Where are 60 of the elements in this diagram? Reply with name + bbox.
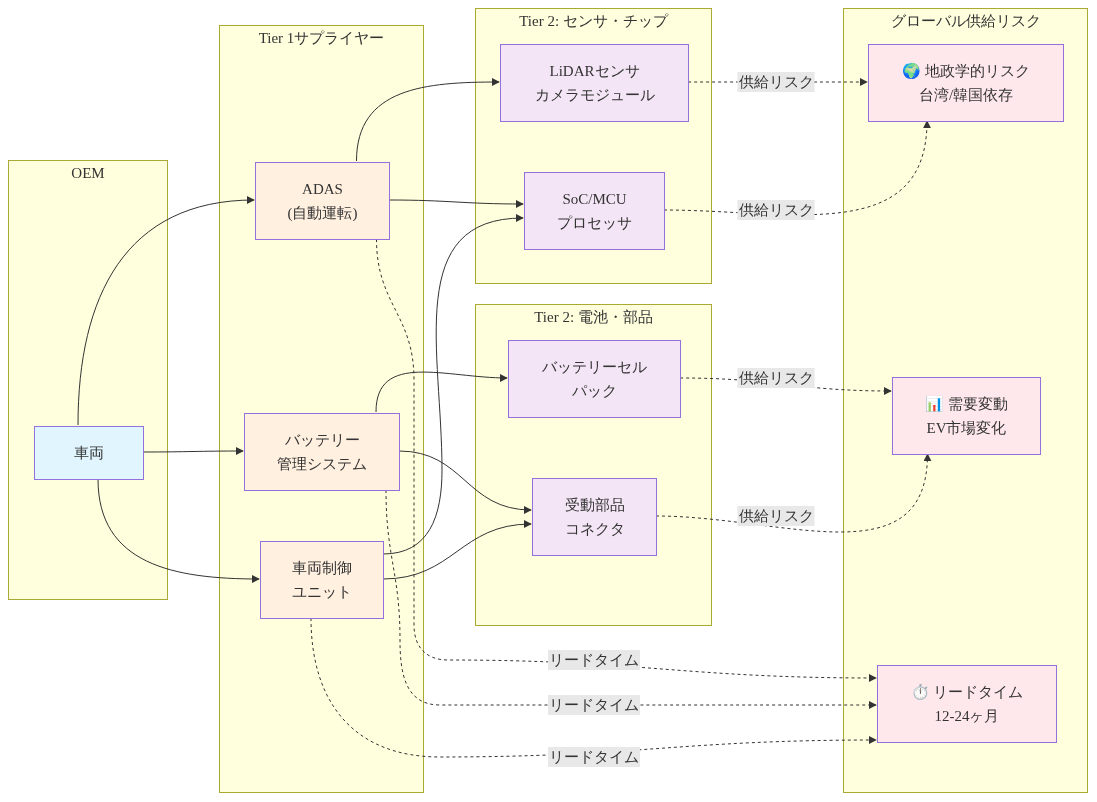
arrow bbox=[388, 199, 524, 208]
process-box bbox=[255, 162, 390, 240]
group-panel bbox=[219, 25, 424, 793]
node-text: コネクタ bbox=[564, 520, 625, 539]
arrow bbox=[77, 196, 255, 426]
arrow bbox=[375, 371, 508, 413]
arrow bbox=[655, 453, 931, 533]
node-text: 台湾/韓国依存 bbox=[918, 86, 1014, 105]
node-text: SoC/MCU bbox=[562, 190, 627, 209]
arrow bbox=[97, 478, 260, 583]
edge-label: 供給リスク bbox=[737, 368, 815, 388]
arrow bbox=[382, 214, 524, 555]
process-box bbox=[532, 478, 657, 556]
group-title: Tier 2: センサ・チップ bbox=[518, 12, 670, 31]
edge-label: リードタイム bbox=[548, 747, 640, 767]
node-text: 📊 需要変動 bbox=[925, 395, 1008, 414]
edge-label: リードタイム bbox=[548, 650, 640, 670]
arrow bbox=[382, 520, 532, 580]
arrow bbox=[376, 238, 877, 682]
process-box bbox=[34, 426, 144, 480]
group-title: Tier 1サプライヤー bbox=[257, 29, 386, 48]
node-text: 受動部品 bbox=[564, 496, 625, 515]
process-box bbox=[524, 172, 665, 250]
process-box bbox=[508, 340, 681, 418]
arrow bbox=[142, 447, 244, 455]
node-text: バッテリーセル bbox=[542, 358, 647, 377]
group-panel bbox=[8, 160, 168, 600]
node-text: 車両 bbox=[74, 444, 104, 463]
node-text: (自動運転) bbox=[287, 204, 358, 223]
node-text: バッテリー bbox=[284, 431, 360, 450]
edge-label: 供給リスク bbox=[737, 200, 815, 220]
group-title: OEM bbox=[70, 164, 106, 183]
group-panel bbox=[475, 8, 712, 284]
group-panel bbox=[475, 304, 712, 626]
node-text: カメラモジュール bbox=[534, 86, 655, 105]
node-text: プロセッサ bbox=[557, 214, 632, 233]
group-title: グローバル供給リスク bbox=[889, 12, 1042, 31]
arrow bbox=[356, 78, 500, 162]
group-panel bbox=[843, 8, 1088, 793]
node-text: LiDARセンサ bbox=[549, 62, 640, 81]
node-text: ADAS bbox=[302, 180, 343, 199]
process-box bbox=[868, 44, 1064, 122]
edge-label: 供給リスク bbox=[737, 72, 815, 92]
group-title: Tier 2: 電池・部品 bbox=[533, 308, 654, 327]
node-text: 車両制御 bbox=[292, 559, 352, 578]
process-box bbox=[500, 44, 689, 122]
node-text: パック bbox=[572, 382, 617, 401]
edge-label: リードタイム bbox=[548, 695, 640, 715]
edge-label: 供給リスク bbox=[737, 506, 815, 526]
node-text: ユニット bbox=[292, 583, 352, 602]
node-text: ⏱ リードタイム bbox=[910, 683, 1024, 702]
node-text: 12-24ヶ月 bbox=[934, 707, 1000, 726]
arrow bbox=[398, 450, 532, 514]
node-text: 管理システム bbox=[277, 455, 367, 474]
process-box bbox=[244, 413, 400, 491]
node-text: EV市場変化 bbox=[926, 419, 1007, 438]
node-text: 🌍 地政学的リスク bbox=[902, 62, 1030, 81]
process-box bbox=[892, 377, 1041, 455]
process-box bbox=[260, 541, 384, 619]
process-box bbox=[877, 665, 1057, 743]
